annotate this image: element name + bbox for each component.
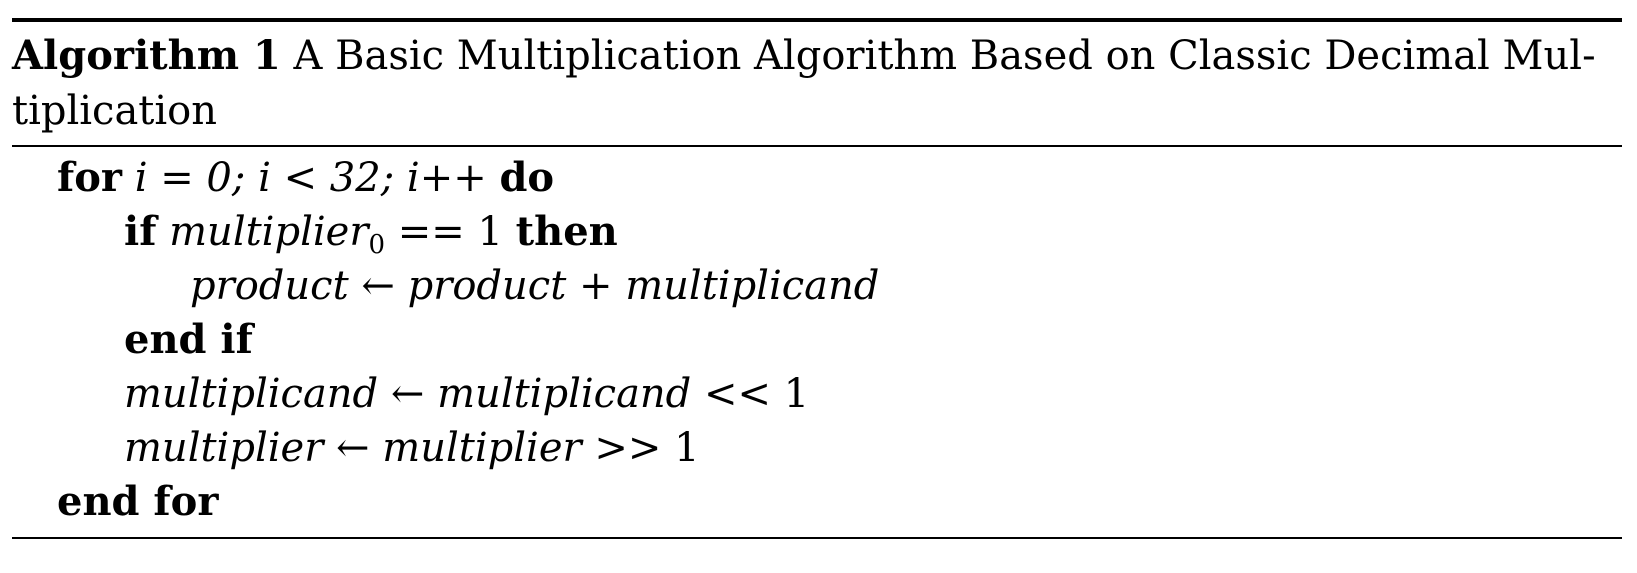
loop-header: i = 0; i < 32; i++ — [134, 155, 487, 201]
keyword-do: do — [499, 154, 555, 201]
lhs-multiplier: multiplier — [124, 425, 324, 471]
left-shift-operator: << 1 — [691, 371, 810, 417]
algorithm-body: for i = 0; i < 32; i++ do if multiplier0… — [12, 147, 1622, 529]
subscript-0: 0 — [368, 230, 386, 260]
algorithm-block: Algorithm 1 A Basic Multiplication Algor… — [12, 18, 1622, 539]
keyword-end-if: end if — [124, 316, 253, 363]
top-rule — [12, 18, 1622, 22]
line-if: if multiplier0 == 1 then — [12, 205, 1622, 260]
rhs-product: product — [407, 263, 567, 309]
var-multiplier: multiplier — [169, 209, 369, 255]
caption-rule — [12, 145, 1622, 147]
right-shift-operator: >> 1 — [581, 425, 700, 471]
rhs-multiplicand: multiplicand — [625, 263, 880, 309]
algorithm-label: Algorithm 1 — [12, 32, 281, 79]
keyword-then: then — [515, 208, 618, 255]
assign-arrow: ← — [323, 425, 383, 471]
line-end-if: end if — [12, 313, 1622, 367]
keyword-for: for — [57, 154, 122, 201]
keyword-end-for: end for — [57, 478, 219, 525]
assign-arrow: ← — [348, 263, 408, 309]
line-product-update: product ← product + multiplicand — [12, 259, 1622, 313]
line-multiplicand-shift: multiplicand ← multiplicand << 1 — [12, 367, 1622, 421]
line-for: for i = 0; i < 32; i++ do — [12, 151, 1622, 205]
condition: == 1 — [385, 209, 516, 255]
rhs-multiplier: multiplier — [382, 425, 582, 471]
bottom-rule — [12, 537, 1622, 539]
rhs-multiplicand: multiplicand — [437, 371, 692, 417]
algorithm-title: A Basic Multiplication Algorithm Based o… — [12, 33, 1596, 134]
algorithm-caption: Algorithm 1 A Basic Multiplication Algor… — [12, 22, 1622, 145]
keyword-if: if — [124, 208, 157, 255]
line-multiplier-shift: multiplier ← multiplier >> 1 — [12, 421, 1622, 475]
lhs-multiplicand: multiplicand — [124, 371, 379, 417]
lhs-product: product — [190, 263, 349, 309]
plus-operator: + — [566, 263, 626, 309]
line-end-for: end for — [12, 475, 1622, 529]
assign-arrow: ← — [378, 371, 438, 417]
